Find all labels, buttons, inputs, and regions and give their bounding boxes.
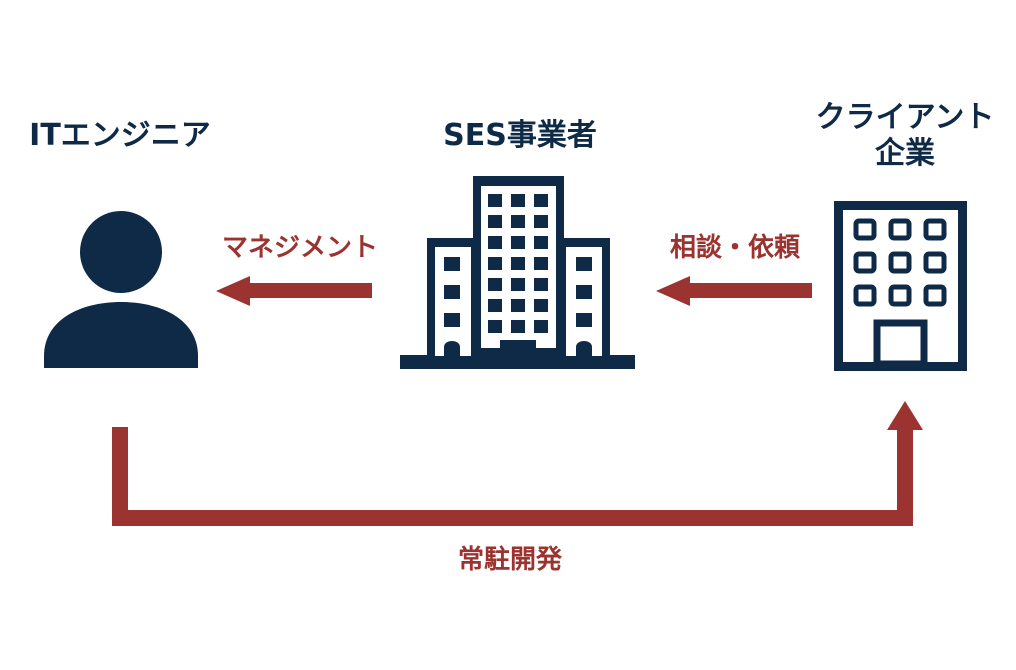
onsite-arrow-up xyxy=(897,425,913,526)
building-left-windows xyxy=(444,257,460,356)
management-arrow-head xyxy=(216,276,250,306)
engineer-label: ITエンジニア xyxy=(29,118,211,153)
client-label-line2: 企業 xyxy=(875,136,935,171)
office-building-icon xyxy=(400,176,635,369)
client-label: クライアント 企業 xyxy=(800,100,1010,172)
onsite-arrow-bottom xyxy=(112,510,913,526)
onsite-arrow-down xyxy=(112,427,128,526)
person-body xyxy=(44,302,198,368)
management-arrow-shaft xyxy=(245,283,372,298)
company-door xyxy=(873,319,928,368)
onsite-arrow-head xyxy=(887,401,923,430)
company-building-icon xyxy=(834,201,967,371)
management-arrow xyxy=(216,276,372,306)
building-right-windows xyxy=(576,257,592,356)
consultation-arrow-head xyxy=(656,276,690,306)
consultation-label: 相談・依頼 xyxy=(669,233,800,263)
management-label: マネジメント xyxy=(221,233,378,263)
onsite-arrow xyxy=(112,401,923,526)
building-base xyxy=(400,355,635,369)
consultation-arrow xyxy=(656,276,812,306)
company-windows xyxy=(853,218,947,307)
building-tower-windows xyxy=(488,194,548,333)
building-door xyxy=(500,340,536,356)
onsite-label: 常駐開発 xyxy=(457,545,562,575)
consultation-arrow-shaft xyxy=(685,283,812,298)
ses-label: SES事業者 xyxy=(443,118,597,153)
person-icon xyxy=(44,211,198,368)
person-head xyxy=(80,211,162,293)
client-label-line1: クライアント xyxy=(815,100,995,135)
